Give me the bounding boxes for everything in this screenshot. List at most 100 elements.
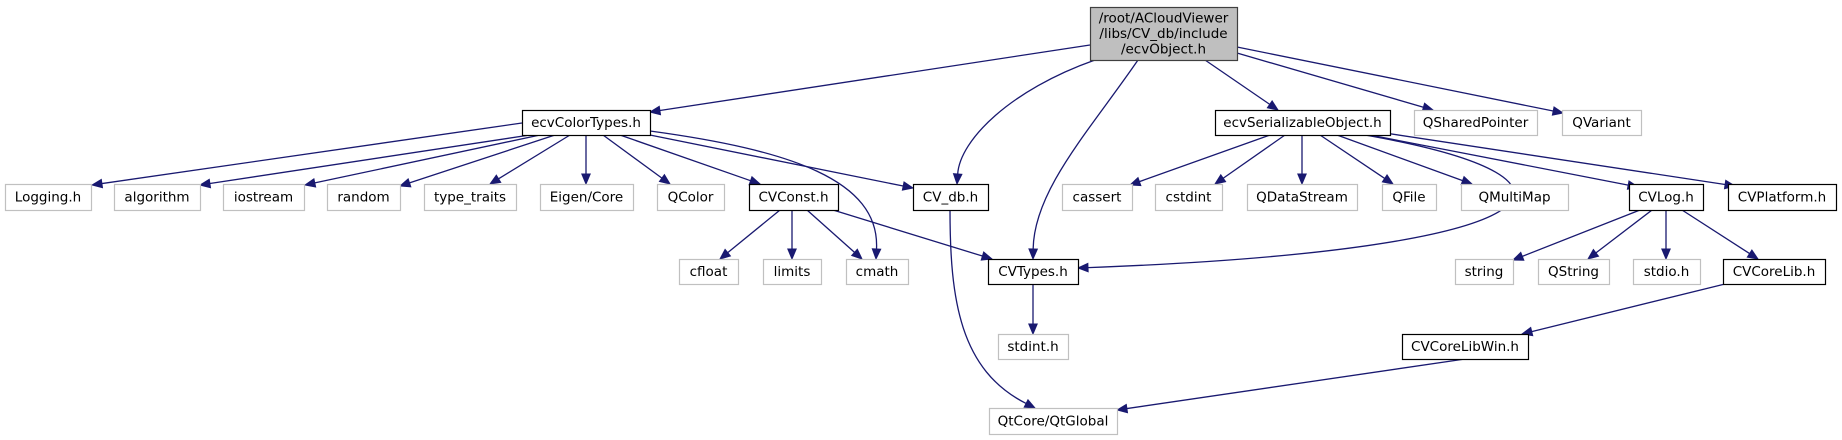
- node-stdint: stdint.h: [997, 333, 1070, 361]
- arrowhead-icon: [1128, 176, 1142, 187]
- arrowhead-icon: [1746, 249, 1760, 260]
- node-box: [1722, 258, 1827, 286]
- edge-line: [1139, 134, 1271, 183]
- arrowhead-icon: [648, 105, 662, 116]
- node-eigencore: Eigen/Core: [539, 183, 635, 212]
- edge-ecvColorTypes-to-iostream: [303, 134, 541, 188]
- edge-ecvColorTypes-to-CV_db: [639, 132, 915, 191]
- node-label: ecvColorTypes.h: [531, 115, 641, 131]
- node-random: random: [326, 183, 402, 212]
- node-root[interactable]: /root/ACloudViewer/libs/CV_db/include/ec…: [1089, 6, 1239, 62]
- arrowhead-icon: [748, 175, 762, 186]
- node-qsharedpointer: QSharedPointer: [1413, 109, 1539, 137]
- edge-line: [1319, 134, 1386, 179]
- edge-line: [659, 44, 1091, 112]
- edge-root-to-ecvColorTypes: [648, 44, 1091, 116]
- edge-ecvSerializableObject-to-cassert: [1128, 134, 1271, 187]
- arrowhead-icon: [90, 178, 104, 189]
- node-box: [1401, 333, 1530, 361]
- node-box: [1214, 109, 1392, 137]
- edge-line: [639, 132, 904, 187]
- arrowhead-icon: [658, 173, 672, 185]
- edge-line: [727, 209, 781, 254]
- edge-CVConst-to-cfloat: [718, 209, 781, 260]
- node-box: [423, 183, 518, 212]
- node-label: CVCoreLib.h: [1733, 264, 1816, 280]
- node-cmath: cmath: [845, 258, 910, 286]
- node-label: QtCore/QtGlobal: [998, 413, 1109, 429]
- node-qcolor: QColor: [656, 183, 726, 212]
- node-qdatastream: QDataStream: [1246, 183, 1359, 212]
- node-cvtypes[interactable]: CVTypes.h: [987, 258, 1080, 286]
- node-ecvserializableobject[interactable]: ecvSerializableObject.h: [1214, 109, 1392, 137]
- edge-CVLog-to-stdio: [1661, 210, 1671, 261]
- node-box: [678, 258, 740, 286]
- arrowhead-icon: [980, 251, 994, 261]
- arrowhead-icon: [303, 177, 317, 188]
- node-label: /ecvObject.h: [1121, 41, 1206, 57]
- edge-CVConst-to-CVTypes: [832, 209, 994, 261]
- node-box: [539, 183, 635, 212]
- node-qfile: QFile: [1381, 183, 1438, 212]
- edge-line: [314, 134, 541, 184]
- node-cvconst[interactable]: CVConst.h: [748, 183, 840, 212]
- node-cv-db[interactable]: CV_db.h: [912, 183, 990, 212]
- node-box: [997, 333, 1070, 361]
- edge-line: [1522, 209, 1641, 257]
- node-box: [762, 258, 823, 286]
- node-label: limits: [774, 264, 811, 280]
- node-qtglobal: QtCore/QtGlobal: [988, 407, 1119, 436]
- node-box: [1460, 183, 1570, 212]
- arrowhead-icon: [1381, 174, 1395, 185]
- edge-root-to-CV_db: [952, 59, 1096, 186]
- node-label: QString: [1548, 264, 1599, 280]
- edge-ecvSerializableObject-to-cstdint: [1213, 134, 1286, 185]
- node-cvcorelib[interactable]: CVCoreLib.h: [1722, 258, 1827, 286]
- edge-line: [209, 134, 531, 185]
- edge-ecvColorTypes-to-Logging: [90, 122, 523, 189]
- arrowhead-icon: [1297, 173, 1307, 186]
- edge-line: [619, 134, 751, 182]
- node-cvlog[interactable]: CVLog.h: [1628, 183, 1705, 212]
- node-label: stdint.h: [1007, 339, 1058, 355]
- node-iostream: iostream: [222, 183, 306, 212]
- arrowhead-icon: [1551, 106, 1565, 116]
- node-label: Logging.h: [15, 189, 81, 205]
- node-label: type_traits: [434, 189, 506, 205]
- node-box: [521, 109, 652, 137]
- arrowhead-icon: [787, 248, 797, 261]
- node-box: [1089, 6, 1239, 62]
- edge-ecvSerializableObject-to-QDataStream: [1297, 135, 1307, 186]
- edge-CVLog-to-QString: [1586, 209, 1653, 260]
- node-logging: Logging.h: [4, 183, 93, 212]
- edge-ecvColorTypes-to-EigenCore: [581, 135, 591, 186]
- node-label: cmath: [856, 264, 899, 280]
- arrowhead-icon: [1511, 251, 1525, 261]
- edge-line: [806, 209, 855, 253]
- edge-line: [1222, 134, 1286, 179]
- edge-line: [957, 59, 1096, 175]
- node-cvplatform[interactable]: CVPlatform.h: [1727, 183, 1838, 212]
- node-box: [1381, 183, 1438, 212]
- arrowhead-icon: [581, 173, 591, 186]
- node-cstdint: cstdint: [1154, 183, 1224, 212]
- node-label: ecvSerializableObject.h: [1223, 115, 1381, 131]
- edge-CVCoreLib-to-CVCoreLibWin: [1520, 283, 1726, 337]
- node-label: /libs/CV_db/include: [1099, 26, 1227, 42]
- node-box: [987, 258, 1080, 286]
- edge-line: [1384, 132, 1726, 186]
- edge-line: [649, 130, 878, 250]
- arrowhead-icon: [901, 181, 915, 191]
- node-ecvcolortypes[interactable]: ecvColorTypes.h: [521, 109, 652, 137]
- node-label: QSharedPointer: [1423, 115, 1529, 131]
- edge-line: [949, 209, 1027, 405]
- node-label: algorithm: [124, 189, 189, 205]
- edge-ecvColorTypes-to-QColor: [602, 134, 672, 185]
- edge-line: [101, 122, 523, 185]
- node-cvcorelibwin[interactable]: CVCoreLibWin.h: [1401, 333, 1530, 361]
- edge-ecvColorTypes-to-random: [398, 134, 556, 188]
- edge-line: [498, 134, 571, 180]
- node-box: [748, 183, 840, 212]
- node-qstring: QString: [1537, 258, 1611, 286]
